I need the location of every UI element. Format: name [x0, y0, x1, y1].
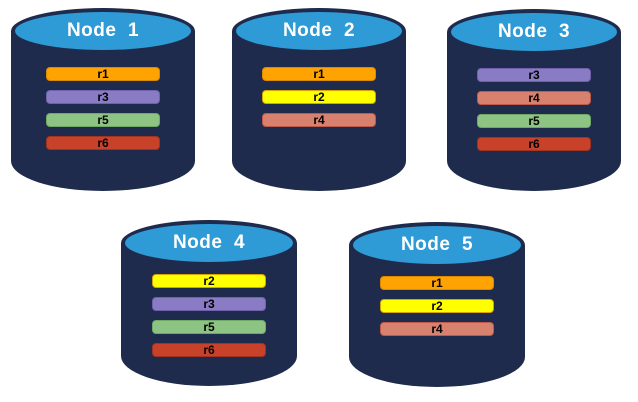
region-list: r3 r4 r5 r6: [477, 68, 591, 151]
region-bar: r5: [477, 114, 591, 128]
cylinder-body: [232, 31, 406, 191]
node-title: Node 4: [172, 232, 246, 253]
region-bar: r3: [46, 90, 160, 104]
node-4: Node 4 r2 r3 r5 r6: [121, 220, 297, 386]
region-bar: r1: [46, 67, 160, 81]
region-bar: r4: [380, 322, 494, 336]
region-bar: r2: [380, 299, 494, 313]
node-1: Node 1 r1 r3 r5 r6: [11, 8, 195, 191]
region-list: r1 r3 r5 r6: [46, 67, 160, 150]
region-bar: r1: [380, 276, 494, 290]
node-title: Node 1: [66, 20, 140, 41]
cylinder-body: [11, 31, 195, 191]
cylinder-top-ellipse: Node 1: [11, 8, 195, 54]
node-title: Node 3: [497, 21, 571, 42]
cylinder-top-ellipse: Node 4: [121, 220, 297, 266]
region-bar: r3: [477, 68, 591, 82]
region-bar: r6: [152, 343, 266, 357]
node-title: Node 2: [282, 20, 356, 41]
cylinder-body: [447, 32, 621, 191]
region-list: r2 r3 r5 r6: [152, 274, 266, 357]
cylinder-top-ellipse: Node 5: [349, 222, 525, 268]
region-bar: r6: [477, 137, 591, 151]
cylinder-top-ellipse: Node 2: [232, 8, 406, 54]
region-bar: r6: [46, 136, 160, 150]
region-bar: r4: [262, 113, 376, 127]
cylinder-body: [349, 245, 525, 387]
region-bar: r3: [152, 297, 266, 311]
node-5: Node 5 r1 r2 r4: [349, 222, 525, 387]
cylinder-top-ellipse: Node 3: [447, 9, 621, 55]
region-bar: r1: [262, 67, 376, 81]
node-title: Node 5: [400, 234, 474, 255]
cylinder-body: [121, 243, 297, 386]
node-3: Node 3 r3 r4 r5 r6: [447, 9, 621, 191]
region-list: r1 r2 r4: [380, 276, 494, 336]
region-bar: r5: [152, 320, 266, 334]
region-bar: r5: [46, 113, 160, 127]
region-bar: r2: [262, 90, 376, 104]
node-2: Node 2 r1 r2 r4: [232, 8, 406, 191]
region-bar: r2: [152, 274, 266, 288]
region-list: r1 r2 r4: [262, 67, 376, 127]
region-bar: r4: [477, 91, 591, 105]
